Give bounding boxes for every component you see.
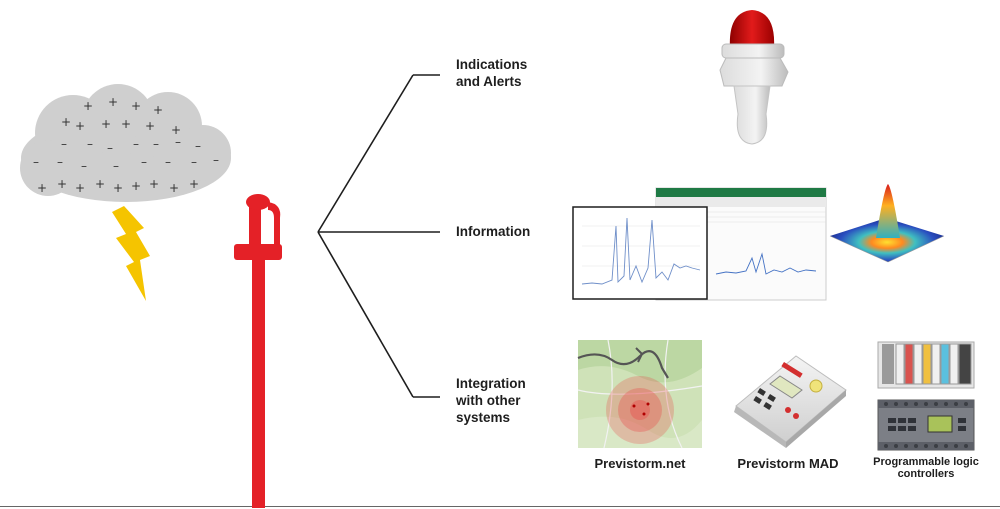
svg-text:+: + [95, 177, 105, 191]
svg-text:–: – [87, 137, 93, 151]
svg-text:–: – [107, 141, 113, 155]
svg-text:–: – [61, 137, 67, 151]
svg-text:+: + [131, 179, 141, 193]
map-icon [577, 339, 703, 449]
map-thumbnail [577, 339, 703, 449]
spreadsheet-chart-icon [655, 187, 827, 301]
svg-text:+: + [61, 115, 71, 129]
charts-icon [572, 178, 952, 301]
svg-text:+: + [149, 177, 159, 191]
svg-text:–: – [191, 155, 197, 169]
svg-text:–: – [165, 155, 171, 169]
svg-text:+: + [121, 117, 131, 131]
svg-text:+: + [83, 99, 93, 113]
svg-text:–: – [57, 155, 63, 169]
svg-text:+: + [101, 117, 111, 131]
plc-rack-icon [877, 341, 975, 389]
beacon-siren-icon [719, 10, 789, 145]
storm-cloud-icon: ++++ ++++++ ––––––– –––––––– +++++++++ [20, 84, 231, 202]
storm-detector-mast-icon [234, 194, 282, 508]
svg-text:–: – [33, 155, 39, 169]
svg-text:–: – [141, 155, 147, 169]
caption-previstorm-net: Previstorm.net [594, 456, 686, 471]
ground-line [0, 506, 1000, 507]
svg-text:–: – [195, 139, 201, 153]
svg-text:+: + [171, 123, 181, 137]
svg-text:+: + [169, 181, 179, 195]
svg-text:+: + [57, 177, 67, 191]
svg-text:–: – [81, 159, 87, 173]
caption-plc: Programmable logic controllers [873, 456, 979, 480]
svg-text:–: – [213, 153, 219, 167]
svg-text:+: + [131, 99, 141, 113]
previstorm-mad-device-icon [734, 355, 847, 448]
surface-plot-icon [829, 184, 945, 263]
svg-text:+: + [37, 181, 47, 195]
branch-label-alerts: Indications and Alerts [456, 57, 528, 89]
svg-text:+: + [75, 119, 85, 133]
plc-logic-module-icon [877, 399, 975, 451]
branch-label-information: Information [456, 224, 531, 239]
svg-text:–: – [133, 137, 139, 151]
svg-text:+: + [189, 177, 199, 191]
svg-text:–: – [153, 137, 159, 151]
branch-label-integration: Integration with other systems [456, 376, 526, 425]
svg-text:+: + [113, 181, 123, 195]
svg-text:–: – [175, 135, 181, 149]
line-chart-icon [572, 206, 708, 300]
svg-text:+: + [75, 181, 85, 195]
svg-text:+: + [145, 119, 155, 133]
svg-text:–: – [113, 159, 119, 173]
svg-text:+: + [153, 103, 163, 117]
lightning-bolt-icon [112, 206, 150, 301]
svg-text:+: + [108, 95, 118, 109]
caption-previstorm-mad: Previstorm MAD [737, 456, 839, 471]
